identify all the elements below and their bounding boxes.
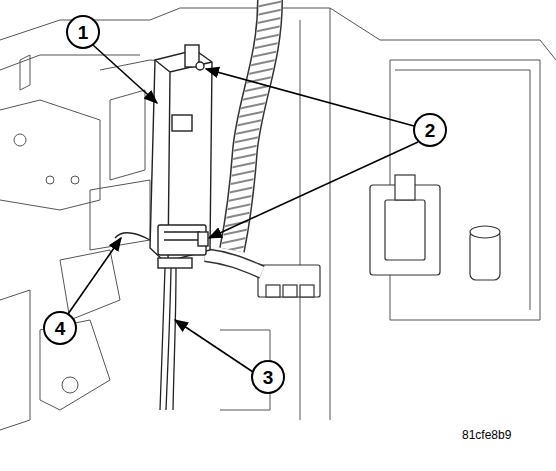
callout-circles [44, 16, 446, 393]
callout-number: 1 [78, 23, 89, 42]
figure-id: 81cfe8b9 [462, 429, 511, 441]
connector [258, 265, 320, 297]
callout-number: 4 [55, 319, 66, 338]
background-structure [0, 8, 556, 430]
actuator-cable [160, 268, 176, 410]
callout-number: 3 [263, 368, 274, 387]
bracket-clip [370, 175, 500, 280]
wire-harness [205, 0, 270, 272]
callout-number: 2 [425, 121, 436, 140]
leader-lines [68, 45, 418, 372]
